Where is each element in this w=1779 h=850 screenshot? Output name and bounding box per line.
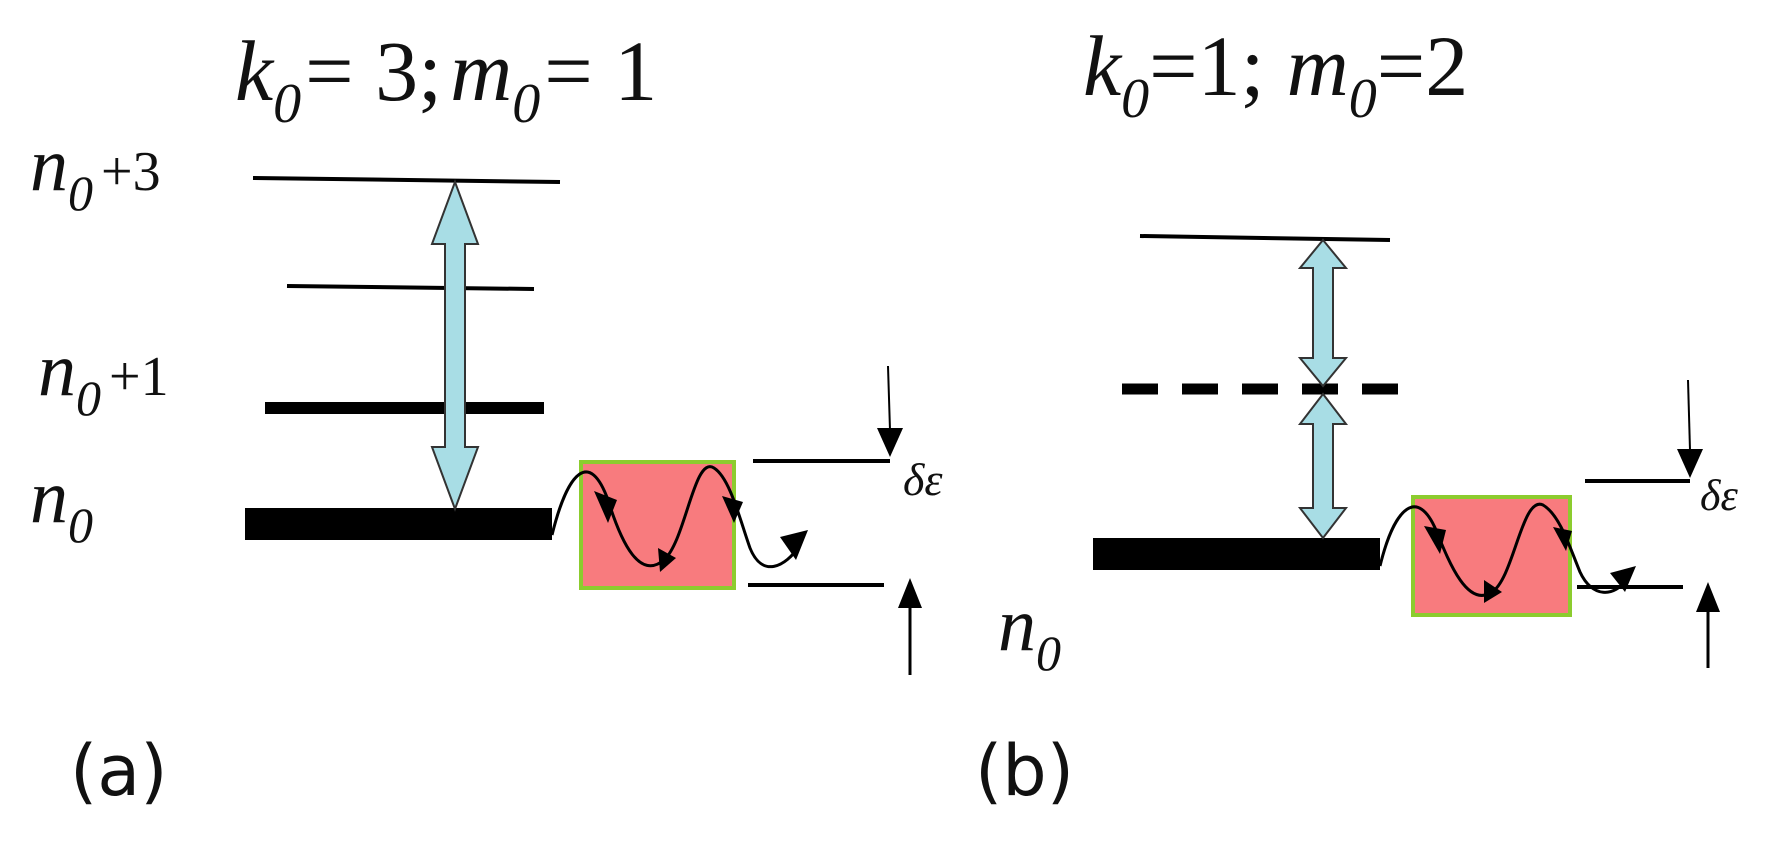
- panel-a-k-symbol: k: [235, 23, 275, 119]
- delta-epsilon-label-b: δε: [1700, 471, 1738, 520]
- double-arrow-b-upper: [1297, 238, 1349, 388]
- panel-b-k-value: =1;: [1149, 18, 1264, 114]
- wave-arrowhead: [1553, 527, 1572, 551]
- panel-a-m-subscript: 0: [512, 73, 540, 135]
- level-line-n0-plus-3: [252, 176, 561, 184]
- level-suffix: +1: [109, 346, 169, 408]
- wavy-line-b: [1378, 502, 1630, 597]
- panel-a-k-value: = 3;: [305, 23, 442, 119]
- panel-a-k-subscript: 0: [273, 73, 301, 135]
- panel-a-m-symbol: m: [450, 23, 512, 119]
- level-line-n0: [245, 508, 552, 540]
- level-line-b-n0: [1093, 538, 1380, 570]
- level-symbol: n: [38, 328, 76, 412]
- wave-arrowhead: [722, 496, 743, 523]
- resonance-box-a: [579, 460, 736, 590]
- level-symbol: n: [998, 583, 1036, 667]
- delta-down-arrowhead-b: [1677, 449, 1703, 478]
- wave-arrowhead: [658, 548, 676, 572]
- wave-arrowhead: [780, 530, 808, 560]
- level-subscript: 0: [1036, 625, 1061, 681]
- panel-a-m-value: = 1: [544, 23, 657, 119]
- delta-epsilon-label-a: δε: [903, 454, 943, 505]
- delta-up-arrowhead-b: [1696, 582, 1720, 612]
- panel-a-title: k0= 3;m0= 1: [235, 23, 657, 135]
- panel-b-k-subscript: 0: [1121, 68, 1149, 130]
- level-line-n0-plus-2: [286, 284, 535, 291]
- wavy-line-a: [550, 465, 802, 569]
- level-symbol: n: [30, 455, 68, 539]
- panel-b-m-subscript: 0: [1349, 68, 1377, 130]
- panel-b-title: k0=1;m0=2: [1083, 18, 1468, 130]
- panel-b-m-symbol: m: [1287, 18, 1349, 114]
- level-symbol: n: [30, 123, 68, 207]
- level-subscript: 0: [68, 165, 93, 221]
- delta-up-arrowhead-a: [898, 578, 922, 608]
- wave-arrowhead: [1610, 566, 1636, 592]
- level-subscript: 0: [76, 370, 101, 426]
- level-label-n0-plus-1: n0+1: [38, 328, 169, 426]
- level-label-n0-plus-3: n0+3: [30, 123, 161, 221]
- wave-arrowhead: [1424, 526, 1446, 554]
- level-label-n0: n0: [30, 455, 93, 553]
- double-arrow-b-lower: [1297, 392, 1349, 540]
- panel-label-a: (a): [70, 730, 168, 812]
- wave-arrowhead: [594, 491, 617, 523]
- level-line-b-top: [1139, 234, 1391, 242]
- level-label-b-n0: n0: [998, 583, 1061, 681]
- level-subscript: 0: [68, 497, 93, 553]
- wave-arrowhead: [1484, 580, 1502, 603]
- panel-b-k-symbol: k: [1083, 18, 1123, 114]
- delta-down-arrow-a: [887, 365, 891, 431]
- double-arrow-a: [430, 179, 480, 512]
- panel-b-m-value: =2: [1377, 18, 1469, 114]
- panel-a: k0= 3;m0= 1 n0+3 n0+1 n0: [30, 23, 943, 812]
- panel-label-b: (b): [975, 730, 1074, 812]
- level-suffix: +3: [101, 141, 161, 203]
- panel-b: k0=1;m0=2 δε n0 (b): [975, 18, 1738, 812]
- delta-down-arrowhead-a: [877, 428, 903, 457]
- delta-down-arrow-b: [1687, 379, 1691, 451]
